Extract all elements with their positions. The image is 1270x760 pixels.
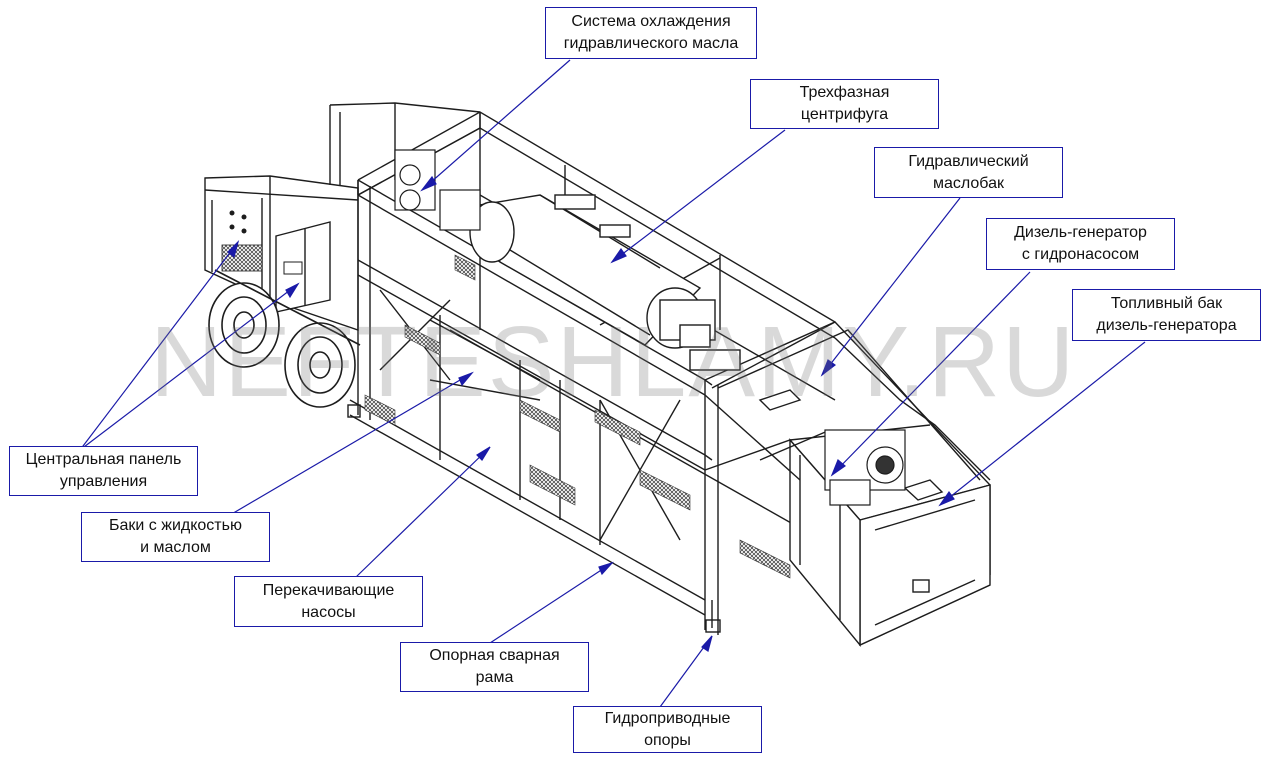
label-control-panel-text: Центральная панель управления [25, 451, 182, 490]
label-transfer-pumps-text: Перекачивающие насосы [262, 581, 395, 621]
wheels [208, 269, 361, 408]
label-fluid-tanks-text: Баки с жидкостью и маслом [109, 517, 242, 556]
cooling-fans [394, 149, 481, 231]
label-hydraulic-supports-text: Гидроприводные опоры [604, 709, 731, 749]
label-hydraulic-supports: Гидроприводные опоры [573, 706, 762, 753]
diesel-generator [824, 429, 906, 506]
centrifuge-body [469, 194, 741, 371]
label-hydraulic-oil-tank-text: Гидравлический маслобак [908, 152, 1029, 192]
mesh-panels [364, 254, 791, 579]
label-fluid-tanks: Баки с жидкостью и маслом [81, 512, 270, 562]
label-centrifuge: Трехфазная центрифуга [750, 79, 939, 129]
label-support-frame-text: Опорная сварная рама [429, 647, 560, 686]
label-fuel-tank: Топливный бак дизель-генератора [1072, 289, 1261, 341]
label-diesel-generator-text: Дизель-генератор с гидронасосом [1014, 224, 1147, 263]
leader-lines [79, 59, 1146, 708]
label-centrifuge-text: Трехфазная центрифуга [799, 84, 890, 123]
label-support-frame: Опорная сварная рама [400, 642, 589, 692]
label-cooling-system: Система охлаждения гидравлического масла [545, 7, 757, 59]
label-cooling-system-text: Система охлаждения гидравлического масла [563, 13, 739, 52]
label-hydraulic-oil-tank: Гидравлический маслобак [874, 147, 1063, 198]
label-diesel-generator: Дизель-генератор с гидронасосом [986, 218, 1175, 270]
label-fuel-tank-text: Топливный бак дизель-генератора [1096, 295, 1237, 334]
label-transfer-pumps: Перекачивающие насосы [234, 576, 423, 627]
control-panel-face [221, 210, 303, 275]
label-control-panel: Центральная панель управления [9, 446, 198, 496]
